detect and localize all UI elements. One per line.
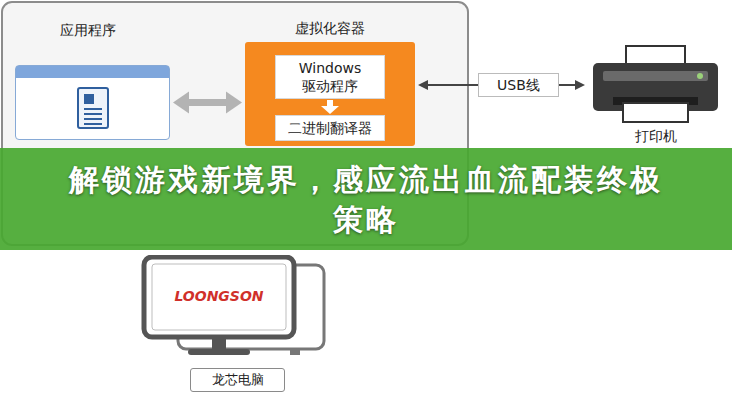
paper-out	[623, 103, 688, 122]
document-line	[84, 118, 102, 120]
arrow-head	[226, 92, 242, 114]
arrow-head	[418, 80, 428, 90]
virtual-container: 虚拟化容器 Windows 驱动程序二进制翻译器	[245, 18, 415, 146]
document-line	[84, 123, 102, 125]
document-photo	[84, 94, 94, 104]
document-icon	[76, 86, 110, 130]
printer-panel	[603, 71, 708, 81]
monitor-neck	[212, 337, 226, 349]
down-arrow	[321, 100, 339, 114]
application-window: 应用程序	[15, 20, 170, 140]
device-caption: 龙芯电脑	[193, 371, 282, 389]
caption-box: 龙芯电脑	[190, 368, 285, 392]
connector-line	[188, 99, 227, 106]
arrow-head	[173, 92, 189, 114]
loongson-computer: LOONGSON 龙芯电脑	[140, 255, 330, 395]
screen-logo: LOONGSON	[144, 287, 294, 305]
node-heading: 虚拟化容器	[245, 18, 415, 38]
connector-label: USB线	[478, 73, 559, 97]
printer-led	[697, 73, 703, 79]
driver-box: Windows 驱动程序	[275, 55, 385, 99]
double-arrow	[173, 92, 242, 114]
translator-box: 二进制翻译器	[275, 115, 385, 141]
node-heading: 应用程序	[60, 20, 116, 40]
monitor-icon	[140, 255, 330, 360]
box-label: 二进制翻译器	[280, 119, 380, 137]
back-stand	[290, 349, 300, 355]
app-window-frame	[15, 65, 170, 140]
node-heading: 打印机	[588, 127, 723, 145]
box-label: Windows 驱动程序	[290, 59, 370, 95]
title-banner: 解锁游戏新境界，感应流出血流配装终极策略	[0, 148, 732, 250]
banner-title: 解锁游戏新境界，感应流出血流配装终极策略	[56, 160, 676, 240]
arrow-head	[575, 80, 585, 90]
printer-device: 打印机	[588, 45, 723, 147]
printer-icon	[588, 45, 723, 125]
document-line	[84, 113, 102, 115]
monitor-base	[188, 349, 250, 355]
document-line	[84, 108, 102, 110]
front-monitor	[144, 257, 294, 337]
document-sheet	[78, 88, 108, 128]
